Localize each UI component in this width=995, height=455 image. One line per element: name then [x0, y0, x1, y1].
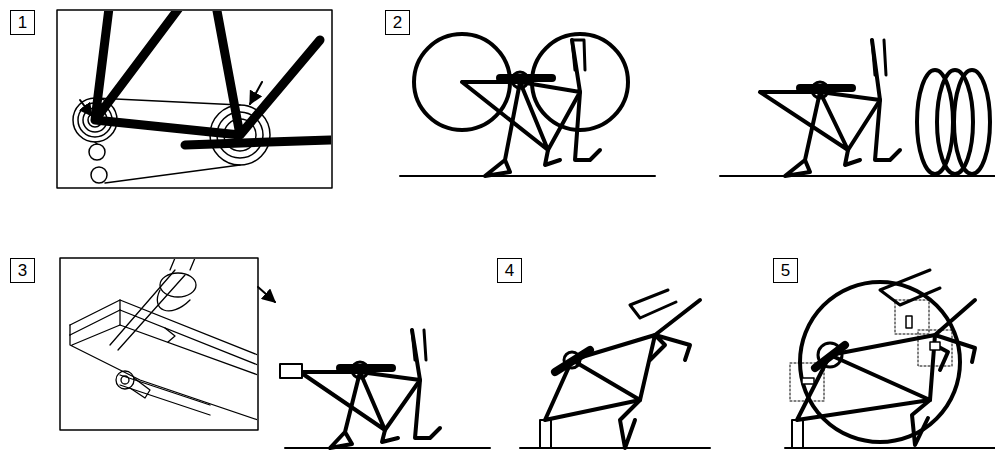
step-number: 3: [18, 262, 27, 279]
step-number-box: 4: [497, 258, 522, 283]
step-number-box: 3: [10, 258, 35, 283]
step-number-box: 2: [385, 10, 410, 35]
step-number: 2: [393, 14, 402, 31]
step-number: 4: [505, 262, 514, 279]
frame-with-wheel: [785, 270, 995, 448]
frame-on-dropouts: [520, 290, 710, 448]
step-number-box: 5: [773, 258, 798, 283]
frame-and-wheels: [720, 40, 995, 176]
step-number: 1: [18, 14, 27, 31]
drivetrain-closeup: [57, 0, 332, 188]
dropout-protector-closeup: [60, 258, 490, 448]
step-number: 5: [781, 262, 790, 279]
bike-upside-down: [400, 34, 655, 176]
step-number-box: 1: [10, 10, 35, 35]
